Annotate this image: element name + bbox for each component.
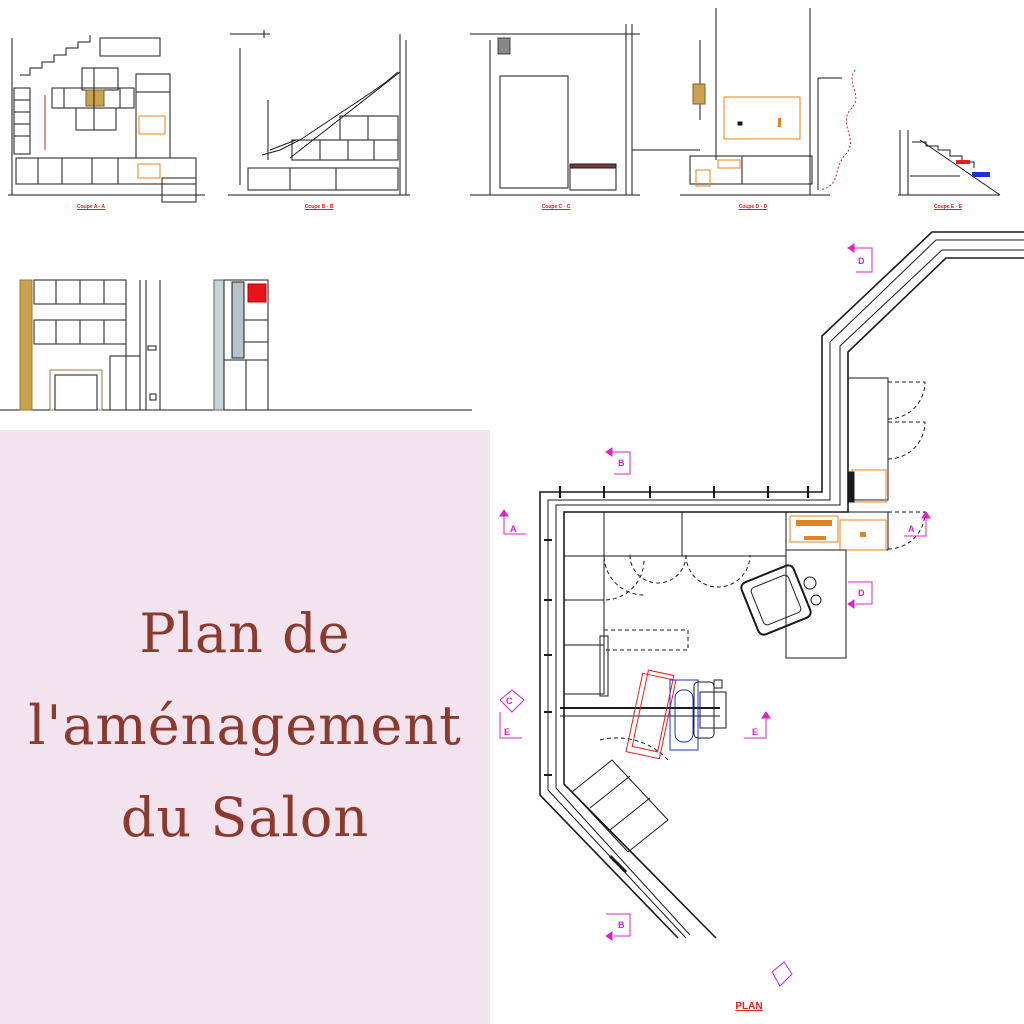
title-line-3: du Salon [120,786,370,849]
title-panel: Plan de l'aménagement du Salon [0,430,490,1024]
elevation-coupe-b [228,30,410,196]
marker-e-left: E [504,727,511,737]
elevation-coupe-d [680,8,857,196]
caption-coupe-e: Coupe E - E [933,204,963,210]
marker-d-top: D [858,256,865,266]
title-line-1: Plan de [139,602,351,665]
marker-d-mid: D [858,588,865,598]
title-line-2: l'aménagement [28,694,462,757]
caption-coupe-c: Coupe C - C [541,204,571,210]
elevation-coupe-e [898,130,1001,196]
elevation-column-unit [213,279,269,411]
caption-coupe-a: Coupe A - A [76,204,106,210]
elevation-coupe-c [470,24,700,196]
marker-e-right: E [752,727,759,737]
marker-c: C [506,696,513,706]
marker-a-left: A [510,524,517,534]
elevation-coupe-a [8,35,205,203]
section-markers [499,243,931,987]
marker-a-right: A [908,524,915,534]
page-title: Plan de l'aménagement du Salon [0,588,490,864]
plan-caption: PLAN [735,1001,763,1012]
caption-coupe-d: Coupe D - D [738,204,768,210]
marker-b-top: B [618,458,625,468]
caption-coupe-b: Coupe B - B [304,204,334,210]
marker-b-bottom: B [618,920,625,930]
floor-plan [539,231,1024,939]
